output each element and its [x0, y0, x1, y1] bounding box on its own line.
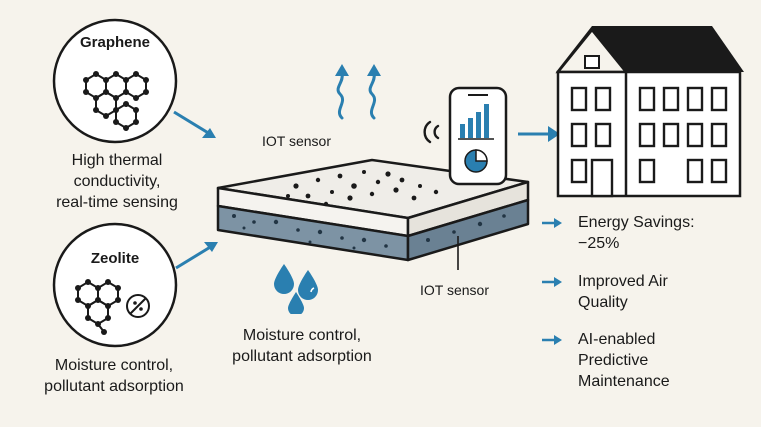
benefit-item-air-quality: Improved Air Quality — [540, 271, 755, 313]
zeolite-circle — [52, 222, 178, 348]
graphene-card: Graphene — [52, 18, 178, 144]
benefit-air-line-1: Improved Air — [578, 273, 668, 290]
blocked-pollutant-icon — [126, 294, 150, 318]
benefit-maint-line-3: Maintenance — [578, 373, 670, 390]
iot-sensor-label-bottom: IOT sensor — [420, 282, 489, 298]
bar-chart-icon — [458, 104, 494, 140]
heat-arrow-icon — [335, 64, 381, 120]
arrow-right-icon — [173, 110, 216, 138]
benefit-maint-line-2: Predictive — [578, 352, 649, 369]
benefit-energy-line-2: −25% — [578, 235, 620, 252]
moisture-desc-line-2: pollutant adsorption — [232, 348, 372, 365]
zeolite-desc-line-1: Moisture control, — [54, 357, 174, 374]
iot-sensor-label-top: IOT sensor — [262, 133, 331, 149]
graphene-description: High thermal conductivity, real-time sen… — [22, 150, 212, 213]
zeolite-desc-line-2: pollutant adsorption — [44, 378, 184, 395]
zeolite-title: Zeolite — [90, 250, 140, 267]
graphene-desc-line-1: High thermal — [71, 152, 163, 169]
benefit-item-energy: Energy Savings: −25% — [540, 212, 755, 254]
pie-chart-icon — [464, 149, 488, 173]
zeolite-lattice-icon — [75, 279, 121, 335]
zeolite-description: Moisture control, pollutant adsorption — [14, 355, 214, 397]
graphene-desc-line-2: conductivity, — [73, 173, 161, 190]
benefit-air-line-2: Quality — [578, 294, 628, 311]
house-icon — [555, 26, 744, 198]
arrow-right-icon — [542, 335, 562, 345]
graphene-title: Graphene — [79, 34, 151, 51]
graphene-desc-line-3: real-time sensing — [56, 194, 178, 211]
moisture-description: Moisture control, pollutant adsorption — [222, 325, 382, 367]
benefit-item-maintenance: AI-enabled Predictive Maintenance — [540, 329, 755, 392]
water-drop-icon — [274, 264, 318, 314]
zeolite-card: Zeolite — [52, 222, 178, 348]
arrow-right-icon — [518, 126, 560, 142]
benefit-maint-line-1: AI-enabled — [578, 331, 656, 348]
moisture-desc-line-1: Moisture control, — [242, 327, 362, 344]
smartphone-icon — [448, 86, 508, 186]
arrow-right-icon — [542, 277, 562, 287]
graphene-lattice-icon — [83, 71, 149, 131]
arrow-right-icon — [542, 218, 562, 228]
graphene-circle — [52, 18, 178, 144]
arrow-right-icon — [175, 242, 218, 270]
wifi-signal-icon — [423, 120, 440, 144]
benefit-energy-line-1: Energy Savings: — [578, 214, 695, 231]
